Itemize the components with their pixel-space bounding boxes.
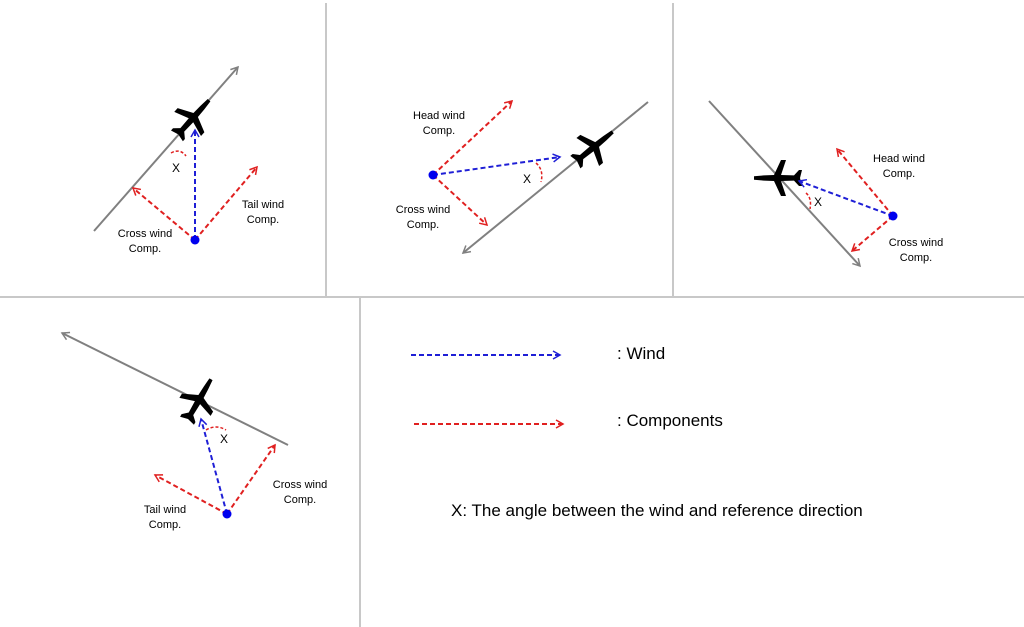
cross-wind-label-1: Cross wind [273, 479, 327, 491]
wind-point [222, 509, 232, 519]
aircraft-icon [171, 370, 227, 430]
cross-wind-label-1: Cross wind [396, 204, 450, 216]
legend-components-label: : Components [617, 411, 723, 430]
wind-point [888, 211, 898, 221]
cross-wind-label-2: Comp. [900, 252, 932, 264]
reference-direction [60, 331, 289, 446]
angle-arc [805, 192, 812, 210]
wind-vector [432, 153, 562, 176]
angle-arc [170, 150, 187, 157]
cross-wind-label-1: Cross wind [118, 228, 172, 240]
cross-wind-label-2: Comp. [284, 494, 316, 506]
head-wind-label-1: Head wind [413, 110, 465, 122]
wind-vector [198, 417, 228, 515]
angle-label: X [172, 161, 180, 175]
legend-wind-label: : Wind [617, 344, 665, 363]
angle-arc [205, 426, 227, 431]
wind-point [428, 170, 438, 180]
head-wind-component [432, 99, 514, 176]
cross-wind-component [850, 215, 894, 252]
tail-wind-label-1: Tail wind [242, 199, 284, 211]
cross-wind-component [432, 174, 489, 227]
angle-arc [535, 162, 543, 183]
panel-1: X Cross wind Comp. Tail wind Comp. [93, 65, 284, 255]
angle-label: X [220, 432, 228, 446]
wind-vector [797, 178, 894, 217]
head-wind-label-2: Comp. [883, 168, 915, 180]
angle-label: X [523, 172, 531, 186]
tail-wind-label-2: Comp. [247, 214, 279, 226]
cross-wind-label-2: Comp. [129, 243, 161, 255]
head-wind-label-1: Head wind [873, 153, 925, 165]
tail-wind-component [153, 474, 228, 515]
panel-4: X Tail wind Comp. Cross wind Comp. [60, 331, 327, 531]
angle-label: X [814, 195, 822, 209]
reference-direction [461, 101, 649, 254]
reference-direction [708, 100, 862, 268]
wind-point [190, 235, 200, 245]
cross-wind-component [131, 187, 196, 241]
reference-direction [93, 65, 239, 232]
tail-wind-label-2: Comp. [149, 519, 181, 531]
head-wind-component [836, 147, 894, 217]
panel-3: X Head wind Comp. Cross wind Comp. [708, 100, 943, 268]
panel-2: X Head wind Comp. Cross wind Comp. [396, 99, 649, 254]
cross-wind-label-1: Cross wind [889, 237, 943, 249]
head-wind-label-2: Comp. [423, 125, 455, 137]
legend-x-definition: X: The angle between the wind and refere… [451, 501, 863, 520]
cross-wind-label-2: Comp. [407, 219, 439, 231]
aircraft-icon [564, 117, 624, 177]
aircraft-icon [754, 160, 802, 196]
tail-wind-label-1: Tail wind [144, 504, 186, 516]
cross-wind-component [226, 443, 276, 515]
aircraft-icon [163, 88, 223, 148]
legend: : Wind : Components X: The angle between… [411, 344, 863, 520]
